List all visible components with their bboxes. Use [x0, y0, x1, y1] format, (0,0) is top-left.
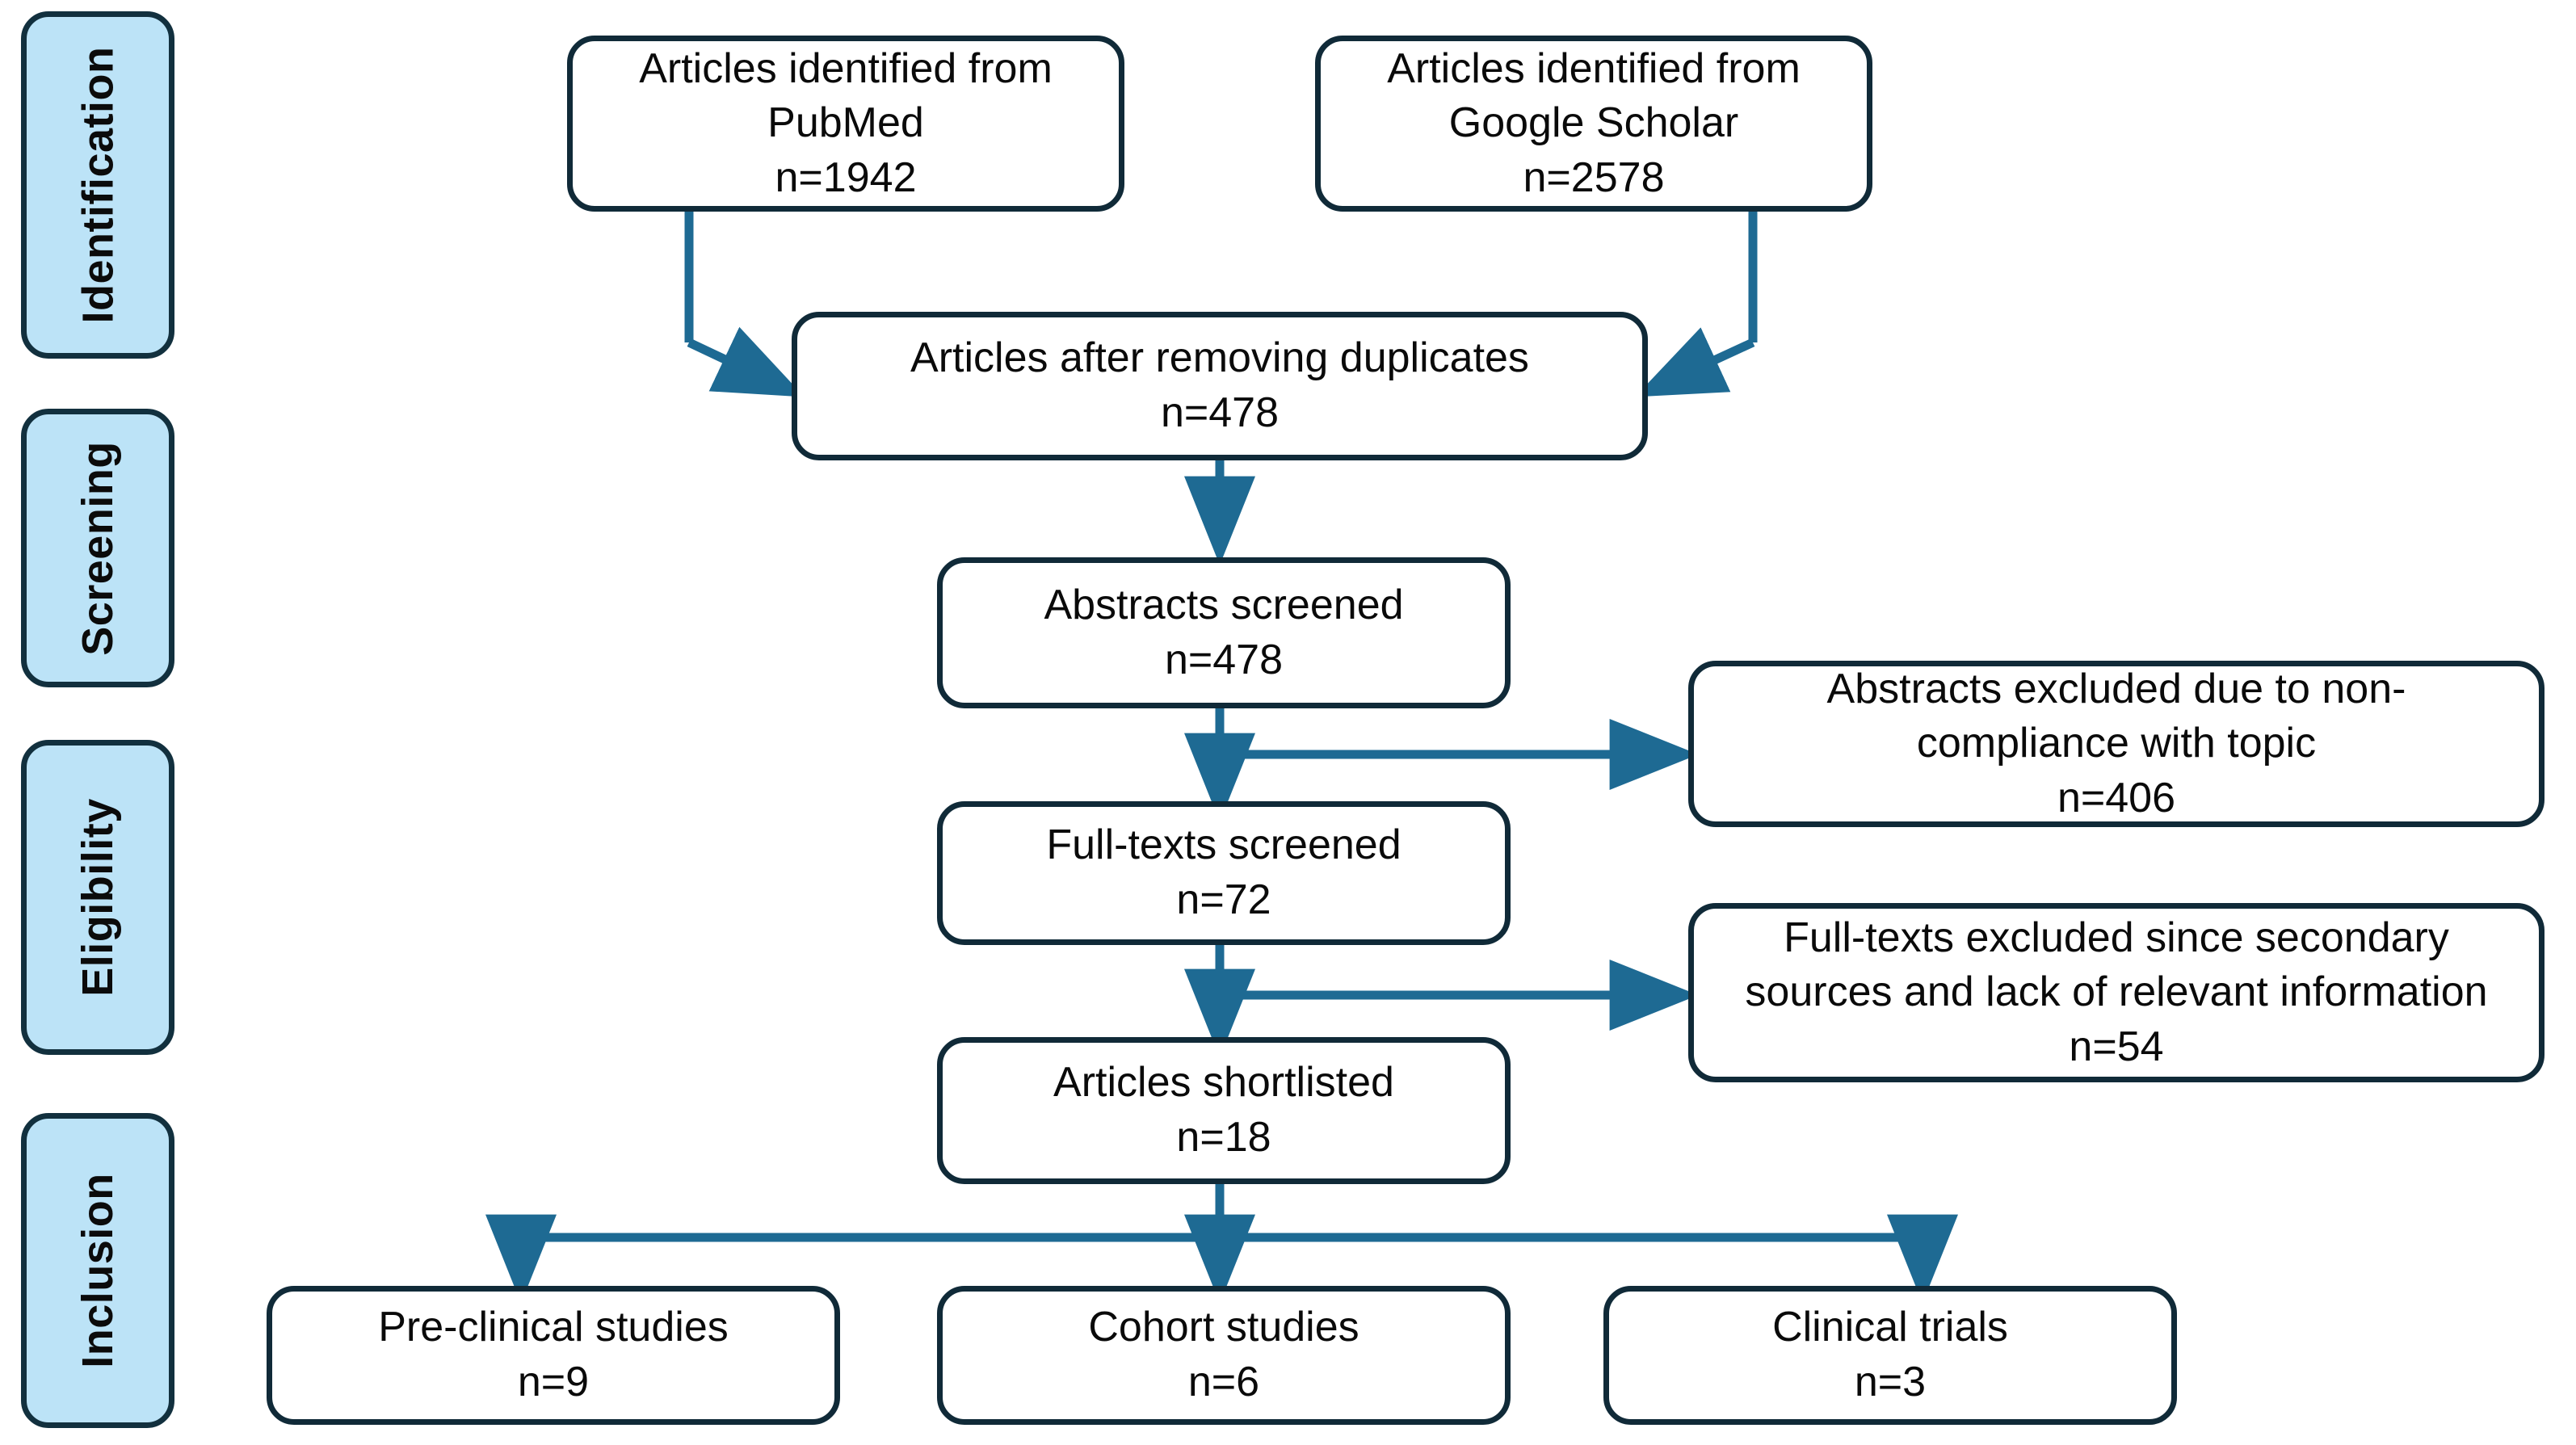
box-abstracts-excluded: Abstracts excluded due to non- complianc… — [1688, 661, 2544, 827]
phase-label-screening: Screening — [74, 440, 122, 656]
phase-label-eligibility: Eligibility — [74, 798, 122, 997]
clinical-trials-line-1: Clinical trials — [1772, 1304, 2008, 1351]
edge-pubmed-to-duplicates-diagonal — [687, 326, 805, 397]
shortlisted-line-1: Articles shortlisted — [1053, 1059, 1394, 1107]
preclinical-count: n=9 — [517, 1359, 590, 1405]
clinical-trials-count: n=3 — [1854, 1359, 1927, 1405]
phase-box-screening: Screening — [21, 409, 174, 687]
fulltexts-screened-line-1: Full-texts screened — [1046, 821, 1401, 869]
cohort-line-1: Cohort studies — [1088, 1304, 1359, 1351]
box-abstracts-screened: Abstracts screened n=478 — [937, 557, 1511, 708]
duplicates-line-1: Articles after removing duplicates — [910, 334, 1529, 382]
abstracts-excluded-count: n=406 — [2057, 774, 2176, 821]
phase-label-inclusion: Inclusion — [74, 1173, 123, 1368]
google-scholar-count: n=2578 — [1523, 153, 1665, 201]
abstracts-screened-line-1: Abstracts screened — [1044, 581, 1404, 628]
pubmed-count: n=1942 — [775, 153, 917, 201]
phase-box-identification: Identification — [21, 11, 174, 359]
shortlisted-count: n=18 — [1176, 1114, 1271, 1161]
box-clinical-trials: Clinical trials n=3 — [1603, 1286, 2177, 1425]
edge-scholar-to-duplicates-diagonal — [1635, 327, 1755, 397]
box-articles-pubmed: Articles identified from PubMed n=1942 — [567, 36, 1124, 212]
fulltexts-excluded-count: n=54 — [2069, 1023, 2164, 1070]
box-preclinical-studies: Pre-clinical studies n=9 — [267, 1286, 840, 1425]
google-scholar-line-2: Google Scholar — [1448, 99, 1739, 147]
fulltexts-excluded-line-1: Full-texts excluded since secondary — [1784, 914, 2449, 961]
abstracts-excluded-line-1: Abstracts excluded due to non- — [1826, 665, 2406, 712]
phase-box-eligibility: Eligibility — [21, 740, 174, 1055]
pubmed-line-1: Articles identified from — [639, 44, 1053, 92]
phase-label-identification: Identification — [74, 46, 122, 324]
preclinical-line-1: Pre-clinical studies — [378, 1304, 729, 1351]
box-articles-after-removing-duplicates: Articles after removing duplicates n=478 — [792, 312, 1648, 460]
abstracts-screened-count: n=478 — [1164, 636, 1284, 683]
phase-box-inclusion: Inclusion — [21, 1113, 174, 1428]
box-articles-shortlisted: Articles shortlisted n=18 — [937, 1037, 1511, 1184]
box-cohort-studies: Cohort studies n=6 — [937, 1286, 1511, 1425]
duplicates-count: n=478 — [1160, 389, 1280, 436]
box-fulltexts-excluded: Full-texts excluded since secondary sour… — [1688, 903, 2544, 1082]
cohort-count: n=6 — [1187, 1359, 1260, 1405]
google-scholar-line-1: Articles identified from — [1387, 44, 1801, 92]
box-articles-google-scholar: Articles identified from Google Scholar … — [1315, 36, 1872, 212]
fulltexts-screened-count: n=72 — [1176, 876, 1271, 923]
pubmed-line-2: PubMed — [767, 99, 924, 147]
abstracts-excluded-line-2: compliance with topic — [1916, 720, 2317, 767]
box-fulltexts-screened: Full-texts screened n=72 — [937, 801, 1511, 945]
fulltexts-excluded-line-2: sources and lack of relevant information — [1745, 968, 2488, 1016]
